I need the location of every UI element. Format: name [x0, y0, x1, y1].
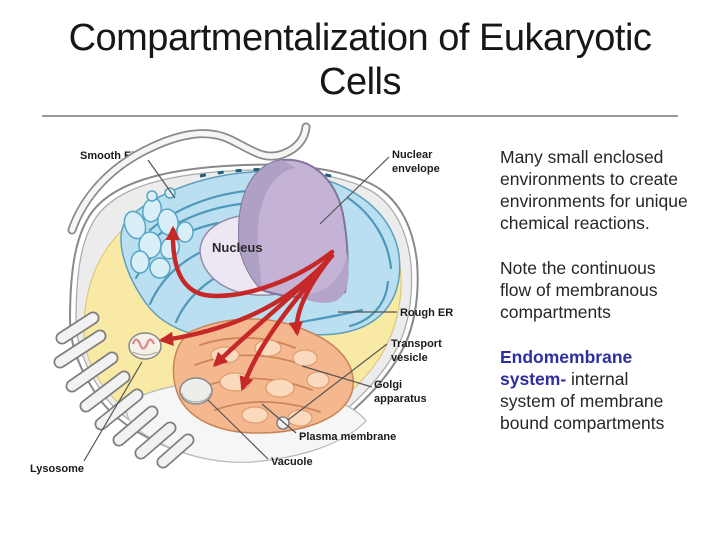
rough-er-label: Rough ER	[400, 307, 453, 319]
plasma-membrane-leader	[261, 403, 297, 434]
transport-vesicle-label: Transport vesicle	[391, 338, 445, 364]
vacuole-leader	[207, 399, 269, 460]
nuclear-envelope-leader	[319, 156, 390, 225]
membrane-tubules	[53, 311, 195, 469]
smooth-er-leader	[147, 159, 176, 199]
endomembrane-term: Endomembrane system-	[500, 347, 633, 389]
diagram-labels: Smooth ER Nuclear envelope Rough ER Tran…	[30, 149, 453, 475]
golgi-leader	[301, 365, 373, 388]
flow-arrows	[158, 225, 335, 392]
nuclear-envelope-label: Nuclear envelope	[392, 149, 440, 175]
notes-column: Many small enclosed environments to crea…	[500, 146, 688, 457]
lysosome-label: Lysosome	[30, 463, 84, 475]
golgi-apparatus-label: Golgi apparatus	[374, 379, 427, 405]
endomembrane-definition: internal system of membrane bound compar…	[500, 369, 665, 433]
membrane-tail	[67, 122, 311, 235]
vacuole-label: Vacuole	[271, 456, 313, 468]
transport-vesicle-leader	[287, 343, 388, 421]
cell-diagram-svg: Nucleus	[30, 122, 453, 475]
arrow-to-smooth-er	[165, 225, 335, 299]
vacuole-organelle	[179, 377, 213, 405]
nucleus-cut-face	[239, 160, 296, 290]
lysosome-organelle	[128, 332, 162, 360]
arrow-to-golgi	[288, 255, 333, 337]
note-paragraph-1: Many small enclosed environments to crea…	[500, 147, 688, 233]
nucleus-shadow-crescent	[300, 252, 349, 303]
note-paragraph-2: Note the continuous flow of membranous c…	[500, 258, 658, 322]
note-paragraph-3: Endomembrane system- internal system of …	[500, 346, 688, 434]
nucleus-label: Nucleus	[212, 240, 263, 255]
lysosome-leader	[83, 361, 143, 462]
plasma-membrane-label: Plasma membrane	[299, 431, 396, 443]
page-title: Compartmentalization of Eukaryotic Cells	[68, 17, 652, 104]
cell-diagram: Nucleus	[0, 118, 500, 528]
title-divider	[42, 115, 678, 117]
leader-lines	[83, 156, 397, 462]
nucleus-region: Nucleus	[199, 158, 349, 303]
